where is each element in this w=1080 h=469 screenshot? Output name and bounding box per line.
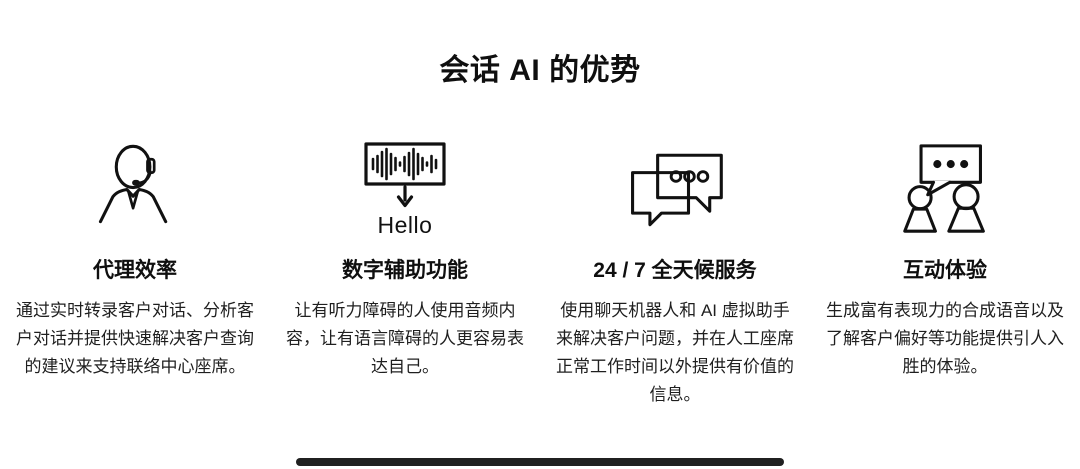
speech-to-text-icon <box>364 141 446 207</box>
feature-heading: 互动体验 <box>903 259 987 282</box>
feature-heading: 代理效率 <box>93 259 177 282</box>
agent-headset-icon <box>98 144 168 224</box>
feature-heading: 24 / 7 全天候服务 <box>593 259 757 282</box>
page-title: 会话 AI 的优势 <box>439 54 641 87</box>
feature-description: 生成富有表现力的合成语音以及了解客户偏好等功能提供引人入胜的体验。 <box>826 301 1064 376</box>
feature-agent-efficiency: 代理效率 通过实时转录客户对话、分析客户对话并提供快速解决客户查询的建议来支持联… <box>0 134 270 381</box>
feature-description: 让有听力障碍的人使用音频内容，让有语言障碍的人更容易表达自己。 <box>286 301 524 376</box>
feature-interactive-experience: 互动体验 生成富有表现力的合成语音以及了解客户偏好等功能提供引人入胜的体验。 <box>810 134 1080 381</box>
people-conversation-icon <box>820 134 1070 244</box>
feature-heading: 数字辅助功能 <box>342 259 468 282</box>
feature-digital-accessibility: Hello 数字辅助功能 让有听力障碍的人使用音频内容，让有语言障碍的人更容易表… <box>270 134 540 381</box>
chat-bubbles-icon <box>550 134 800 244</box>
agent-headset-icon <box>10 134 260 244</box>
bottom-indicator-bar <box>296 458 784 466</box>
hello-caption: Hello <box>377 211 433 238</box>
features-row: 代理效率 通过实时转录客户对话、分析客户对话并提供快速解决客户查询的建议来支持联… <box>0 134 1080 409</box>
feature-description: 使用聊天机器人和 AI 虚拟助手来解决客户问题，并在人工座席正常工作时间以外提供… <box>556 301 794 404</box>
chat-bubbles-icon <box>631 153 723 227</box>
speech-to-text-icon: Hello <box>280 134 530 244</box>
feature-description: 通过实时转录客户对话、分析客户对话并提供快速解决客户查询的建议来支持联络中心座席… <box>16 301 254 376</box>
feature-24-7-service: 24 / 7 全天候服务 使用聊天机器人和 AI 虚拟助手来解决客户问题，并在人… <box>540 134 810 409</box>
people-conversation-icon <box>903 144 985 233</box>
